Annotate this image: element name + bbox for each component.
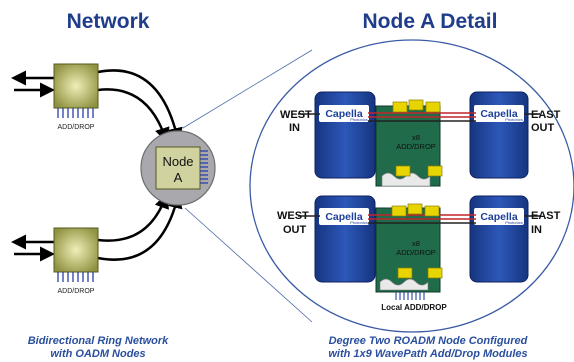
top-node-label: ADD/DROP <box>58 124 95 131</box>
logo-top-right <box>474 105 524 122</box>
module-top-left <box>314 91 376 179</box>
paper-strip-bottom <box>379 278 429 291</box>
drop-pins-top <box>57 108 94 118</box>
local-add-drop-label: Local ADD/DROP <box>381 303 447 312</box>
logo-sub-top-right: Photonics <box>505 117 523 122</box>
local-drop-pins <box>395 292 425 300</box>
top-east-2: OUT <box>531 122 555 134</box>
top-east-1: EAST <box>531 109 561 121</box>
top-mod-line2: ADD/DROP <box>396 142 436 151</box>
oadm-node-bottom: ADD/DROP <box>53 227 99 295</box>
logo-bottom-left <box>319 208 369 225</box>
node-a-pins <box>200 150 208 184</box>
roadm-bottom: Capella Photonics Capella Photonics x8 A… <box>277 195 561 312</box>
zoom-line-top <box>182 49 313 129</box>
logo-sub-top-left: Photonics <box>350 117 368 122</box>
top-west-1: WEST <box>280 109 312 121</box>
left-caption-1: Bidirectional Ring Network <box>28 335 169 347</box>
node-a: Node A <box>140 130 216 206</box>
bottom-west-1: WEST <box>277 210 309 222</box>
node-a-detail-title: Node A Detail <box>363 10 498 33</box>
logo-text-top-right: Capella <box>480 108 518 120</box>
network-title: Network <box>67 10 150 33</box>
right-caption-2: with 1x9 WavePath Add/Drop Modules <box>328 348 527 360</box>
ring-fibers <box>97 69 183 261</box>
chips-bottom <box>391 203 443 279</box>
fiber-stubs <box>10 70 55 262</box>
bottom-east-1: EAST <box>531 210 561 222</box>
top-mod-line1: x8 <box>412 133 420 142</box>
logo-text-top-left: Capella <box>325 108 363 120</box>
bottom-node-label: ADD/DROP <box>58 288 95 295</box>
logo-top-left <box>319 105 369 122</box>
bottom-mod-line2: ADD/DROP <box>396 248 436 257</box>
right-caption-1: Degree Two ROADM Node Configured <box>329 335 528 347</box>
logo-text-bottom-right: Capella <box>480 211 518 223</box>
node-a-label-1: Node <box>162 154 193 169</box>
module-top-right <box>469 91 529 179</box>
fibers-bottom <box>298 214 540 224</box>
drop-pins-bottom <box>57 272 94 282</box>
zoom-line-bottom <box>184 207 313 323</box>
node-a-label-2: A <box>174 170 183 185</box>
oadm-node-top: ADD/DROP <box>53 63 99 131</box>
bottom-mod-line1: x8 <box>412 239 420 248</box>
fibers-top <box>298 112 540 122</box>
bottom-west-2: OUT <box>283 224 307 236</box>
left-caption-2: with OADM Nodes <box>50 348 145 360</box>
chips-top <box>392 99 443 177</box>
bottom-east-2: IN <box>531 224 542 236</box>
logo-bottom-right <box>474 208 524 225</box>
logo-sub-bottom-right: Photonics <box>505 220 523 225</box>
roadm-top: Capella Photonics Capella Photonics x8 A… <box>280 91 561 187</box>
logo-sub-bottom-left: Photonics <box>350 220 368 225</box>
logo-text-bottom-left: Capella <box>325 211 363 223</box>
top-west-2: IN <box>289 122 300 134</box>
